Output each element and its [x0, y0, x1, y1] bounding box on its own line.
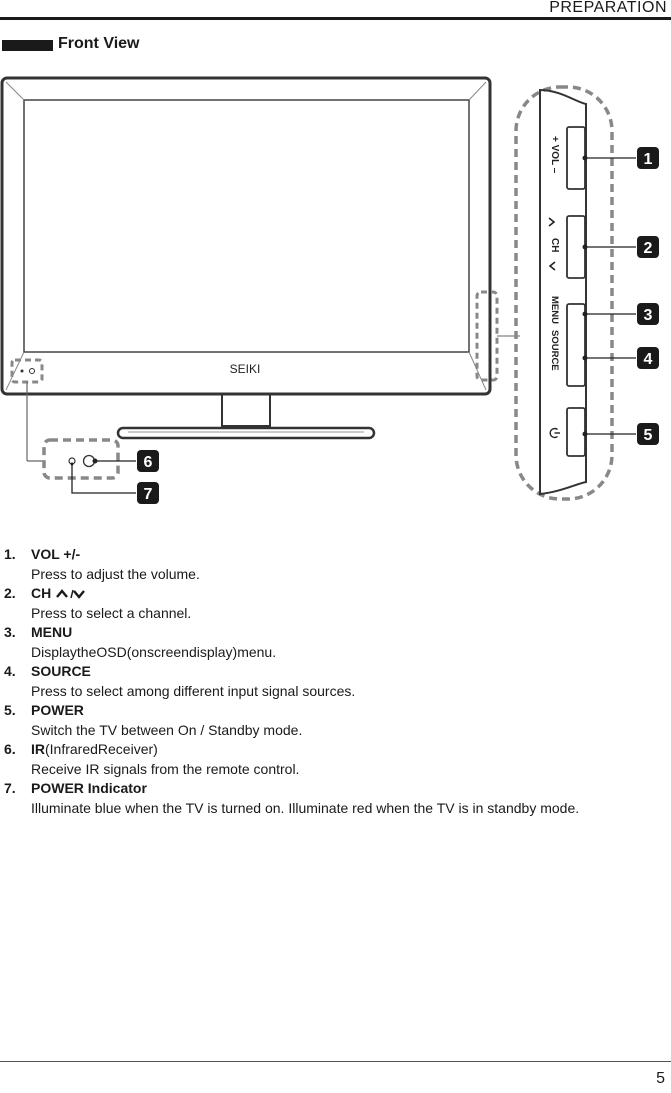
item-number: 5. [4, 702, 16, 718]
power-button-shape [566, 407, 586, 457]
side-panel-dashed-outline [514, 85, 614, 501]
svg-text:2: 2 [644, 240, 653, 257]
side-controls-dashed-box [475, 290, 499, 382]
menu-label: MENU [549, 296, 560, 324]
ch-up-icon [548, 217, 556, 227]
item-title: POWER [31, 702, 84, 718]
svg-text:6: 6 [144, 454, 153, 471]
item-description: Press to select among different input si… [31, 683, 356, 699]
list-item: 6. IR(InfraredReceiver) Receive IR signa… [0, 741, 671, 780]
item-number: 1. [4, 546, 16, 562]
item-description: Press to select a channel. [31, 605, 192, 621]
item-title: VOL +/- [31, 546, 81, 562]
ch-down-icon [548, 261, 556, 271]
callout-badge-1: 1 [637, 147, 659, 169]
item-description: Receive IR signals from the remote contr… [31, 761, 300, 777]
item-title-wrap: CH [31, 585, 86, 601]
item-title-wrap: IR(InfraredReceiver) [31, 741, 158, 757]
page-number: 5 [656, 1070, 665, 1087]
footer-rule [0, 1061, 671, 1062]
callout-badge-5: 5 [637, 423, 659, 445]
item-title: SOURCE [31, 663, 91, 679]
vol-label: + VOL – [549, 136, 560, 174]
ch-label: CH [549, 238, 560, 252]
ch-button-shape [566, 215, 586, 279]
vol-button-shape [566, 126, 586, 190]
tv-stand-neck [221, 394, 271, 427]
source-label: SOURCE [549, 330, 560, 371]
item-description: Press to adjust the volume. [31, 566, 200, 582]
item-number: 4. [4, 663, 16, 679]
section-title: Front View [58, 35, 140, 52]
page-header-title: PREPARATION [549, 0, 667, 16]
item-title: CH [31, 585, 56, 601]
svg-text:7: 7 [144, 486, 153, 503]
item-description: Switch the TV between On / Standby mode. [31, 722, 303, 738]
callout-badge-7: 7 [137, 482, 159, 504]
svg-text:3: 3 [644, 307, 653, 324]
list-item: 4. SOURCE Press to select among differen… [0, 663, 671, 702]
item-number: 7. [4, 780, 16, 796]
item-description: DisplaytheOSD(onscreendisplay)menu. [31, 644, 277, 660]
tv-screen [23, 99, 470, 353]
list-item: 3. MENU DisplaytheOSD(onscreendisplay)me… [0, 624, 671, 663]
list-item: 1. VOL +/- Press to adjust the volume. [0, 546, 671, 585]
list-item: 2. CH Press to select a channel. [0, 585, 671, 624]
callout-badge-2: 2 [637, 236, 659, 258]
callout-badge-6: 6 [137, 450, 159, 472]
item-title: POWER Indicator [31, 780, 147, 796]
section-marker-bar [2, 40, 53, 51]
item-title: MENU [31, 624, 73, 640]
tv-front-view-diagram: SEIKI + VOL – CH MENU SOURCE 1 2 3 4 5 [0, 76, 659, 504]
tv-brand-logo: SEIKI [230, 362, 261, 376]
ir-led-dashed-box [42, 438, 120, 480]
svg-text:4: 4 [644, 351, 653, 368]
list-item: 7. POWER Indicator Illuminate blue when … [0, 780, 671, 819]
button-description-list: 1. VOL +/- Press to adjust the volume. 2… [0, 546, 671, 819]
item-number: 2. [4, 585, 16, 601]
item-title: IR [31, 741, 45, 757]
item-description: Illuminate blue when the TV is turned on… [31, 800, 580, 816]
list-item: 5. POWER Switch the TV between On / Stan… [0, 702, 671, 741]
item-number: 3. [4, 624, 16, 640]
svg-text:1: 1 [644, 151, 653, 168]
svg-text:5: 5 [644, 427, 653, 444]
item-title-suffix: (InfraredReceiver) [45, 741, 158, 757]
tv-stand-base [116, 426, 376, 440]
power-symbol-icon [549, 427, 560, 439]
callout-badge-3: 3 [637, 303, 659, 325]
item-number: 6. [4, 741, 16, 757]
header-rule [0, 17, 671, 20]
menu-source-button-shape [566, 303, 586, 387]
ch-up-down-icon [56, 589, 86, 599]
callout-badge-4: 4 [637, 347, 659, 369]
side-panel-body [539, 88, 587, 496]
